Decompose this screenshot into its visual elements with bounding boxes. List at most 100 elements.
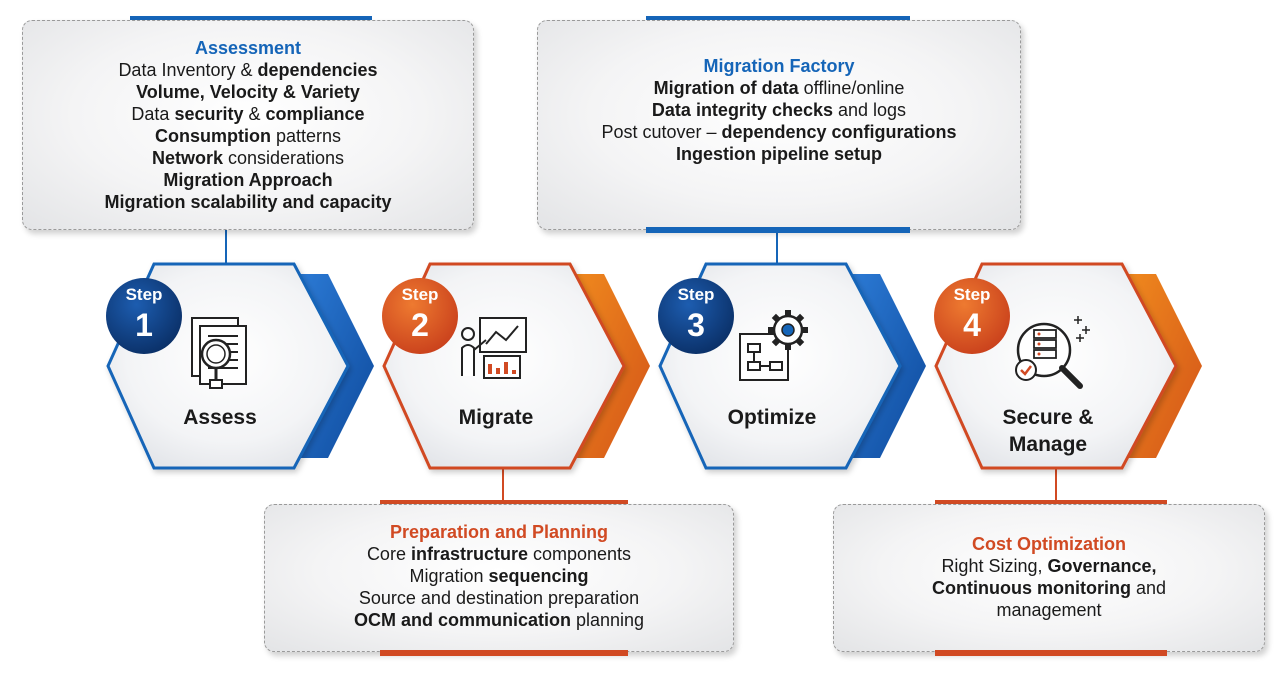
step-4-label: Manage <box>1009 433 1087 456</box>
line-segment: security <box>174 104 244 124</box>
document-search-icon <box>191 317 247 389</box>
step-number: 1 <box>135 307 153 343</box>
assessment-line: Data security & compliance <box>23 103 473 125</box>
step-1-badge <box>106 278 182 354</box>
preparation-top-bar <box>380 500 628 506</box>
line-segment: management <box>996 600 1102 620</box>
line-segment: components <box>527 544 632 564</box>
line-segment: Migration of data <box>653 78 799 98</box>
assessment-line: Migration Approach <box>23 169 473 191</box>
assessment-line: Network considerations <box>23 147 473 169</box>
line-segment: & <box>243 104 266 124</box>
preparation-line: Migration sequencing <box>265 565 733 587</box>
migration-factory-card: Migration Factory Migration of data offl… <box>537 20 1021 230</box>
connector-cost <box>1055 466 1057 502</box>
migration-factory-line: Migration of data offline/online <box>538 77 1020 99</box>
line-segment: Continuous monitoring <box>931 578 1131 598</box>
line-segment: dependency configurations <box>721 122 957 142</box>
assessment-line: Volume, Velocity & Variety <box>23 81 473 103</box>
line-segment: dependencies <box>257 60 378 80</box>
assessment-line: Data Inventory & dependencies <box>23 59 473 81</box>
step-3-label: Optimize <box>728 406 817 429</box>
step-word: Step <box>126 285 163 304</box>
connector-migration-factory <box>776 232 778 264</box>
gear-flowchart-icon <box>739 310 808 381</box>
line-segment: Ingestion pipeline setup <box>675 144 882 164</box>
line-segment: Right Sizing, <box>941 556 1048 576</box>
line-segment: Data <box>131 104 175 124</box>
step-number: 2 <box>411 307 429 343</box>
cost-top-bar <box>935 500 1167 506</box>
line-segment: Migration <box>409 566 489 586</box>
line-segment: considerations <box>222 148 345 168</box>
migration-factory-bottom-bar <box>646 227 910 233</box>
preparation-card: Preparation and Planning Core infrastruc… <box>264 504 734 652</box>
line-segment: infrastructure <box>410 544 528 564</box>
step-number: 4 <box>963 307 981 343</box>
assessment-line: Migration scalability and capacity <box>23 191 473 213</box>
line-segment: and logs <box>833 100 907 120</box>
line-segment: Data integrity checks <box>651 100 833 120</box>
preparation-bottom-bar <box>380 650 628 656</box>
assessment-title: Assessment <box>194 38 302 58</box>
assessment-top-bar <box>130 16 372 22</box>
migration-factory-line: Ingestion pipeline setup <box>538 143 1020 165</box>
cost-bottom-bar <box>935 650 1167 656</box>
line-segment: Volume, Velocity & Variety <box>136 82 360 102</box>
line-segment: Migration scalability and capacity <box>104 192 392 212</box>
line-segment: OCM and communication <box>353 610 571 630</box>
assessment-line: Consumption patterns <box>23 125 473 147</box>
line-segment: and <box>1130 578 1166 598</box>
line-segment: sequencing <box>488 566 589 586</box>
line-segment: offline/online <box>798 78 905 98</box>
presenter-chart-icon <box>461 317 527 379</box>
migration-factory-top-bar <box>646 16 910 22</box>
cost-title: Cost Optimization <box>972 534 1126 554</box>
migration-factory-title: Migration Factory <box>703 56 855 76</box>
line-segment: planning <box>570 610 645 630</box>
connector-preparation <box>502 466 504 502</box>
step-4-badge <box>934 278 1010 354</box>
preparation-line: Core infrastructure components <box>265 543 733 565</box>
cost-card: Cost Optimization Right Sizing, Governan… <box>833 504 1265 652</box>
step-word: Step <box>402 285 439 304</box>
cost-line: Continuous monitoring and <box>834 577 1264 599</box>
step-1-chevron <box>296 274 374 458</box>
preparation-line: OCM and communication planning <box>265 609 733 631</box>
step-word: Step <box>678 285 715 304</box>
line-segment: Consumption <box>154 126 271 146</box>
migration-factory-line: Post cutover – dependency configurations <box>538 121 1020 143</box>
assessment-card: Assessment Data Inventory & dependencies… <box>22 20 474 230</box>
cost-line: Right Sizing, Governance, <box>834 555 1264 577</box>
preparation-title: Preparation and Planning <box>389 522 609 542</box>
step-3-badge <box>658 278 734 354</box>
step-3-chevron <box>848 274 926 458</box>
cost-body: Right Sizing, Governance,Continuous moni… <box>834 555 1264 621</box>
connector-assessment <box>225 228 227 264</box>
line-segment: Source and destination preparation <box>358 588 640 608</box>
server-magnifier-icon <box>1015 316 1090 389</box>
line-segment: compliance <box>265 104 365 124</box>
line-segment: Migration Approach <box>163 170 333 190</box>
line-segment: patterns <box>270 126 342 146</box>
step-2-label: Migrate <box>459 406 534 429</box>
step-4-chevron <box>1124 274 1202 458</box>
line-segment: Post cutover – <box>601 122 722 142</box>
step-number: 3 <box>687 307 705 343</box>
step-1-label: Assess <box>183 406 257 429</box>
step-word: Step <box>954 285 991 304</box>
step-2-chevron <box>572 274 650 458</box>
cost-line: management <box>834 599 1264 621</box>
migration-factory-line: Data integrity checks and logs <box>538 99 1020 121</box>
line-segment: Core <box>366 544 411 564</box>
preparation-line: Source and destination preparation <box>265 587 733 609</box>
line-segment: Network <box>151 148 223 168</box>
